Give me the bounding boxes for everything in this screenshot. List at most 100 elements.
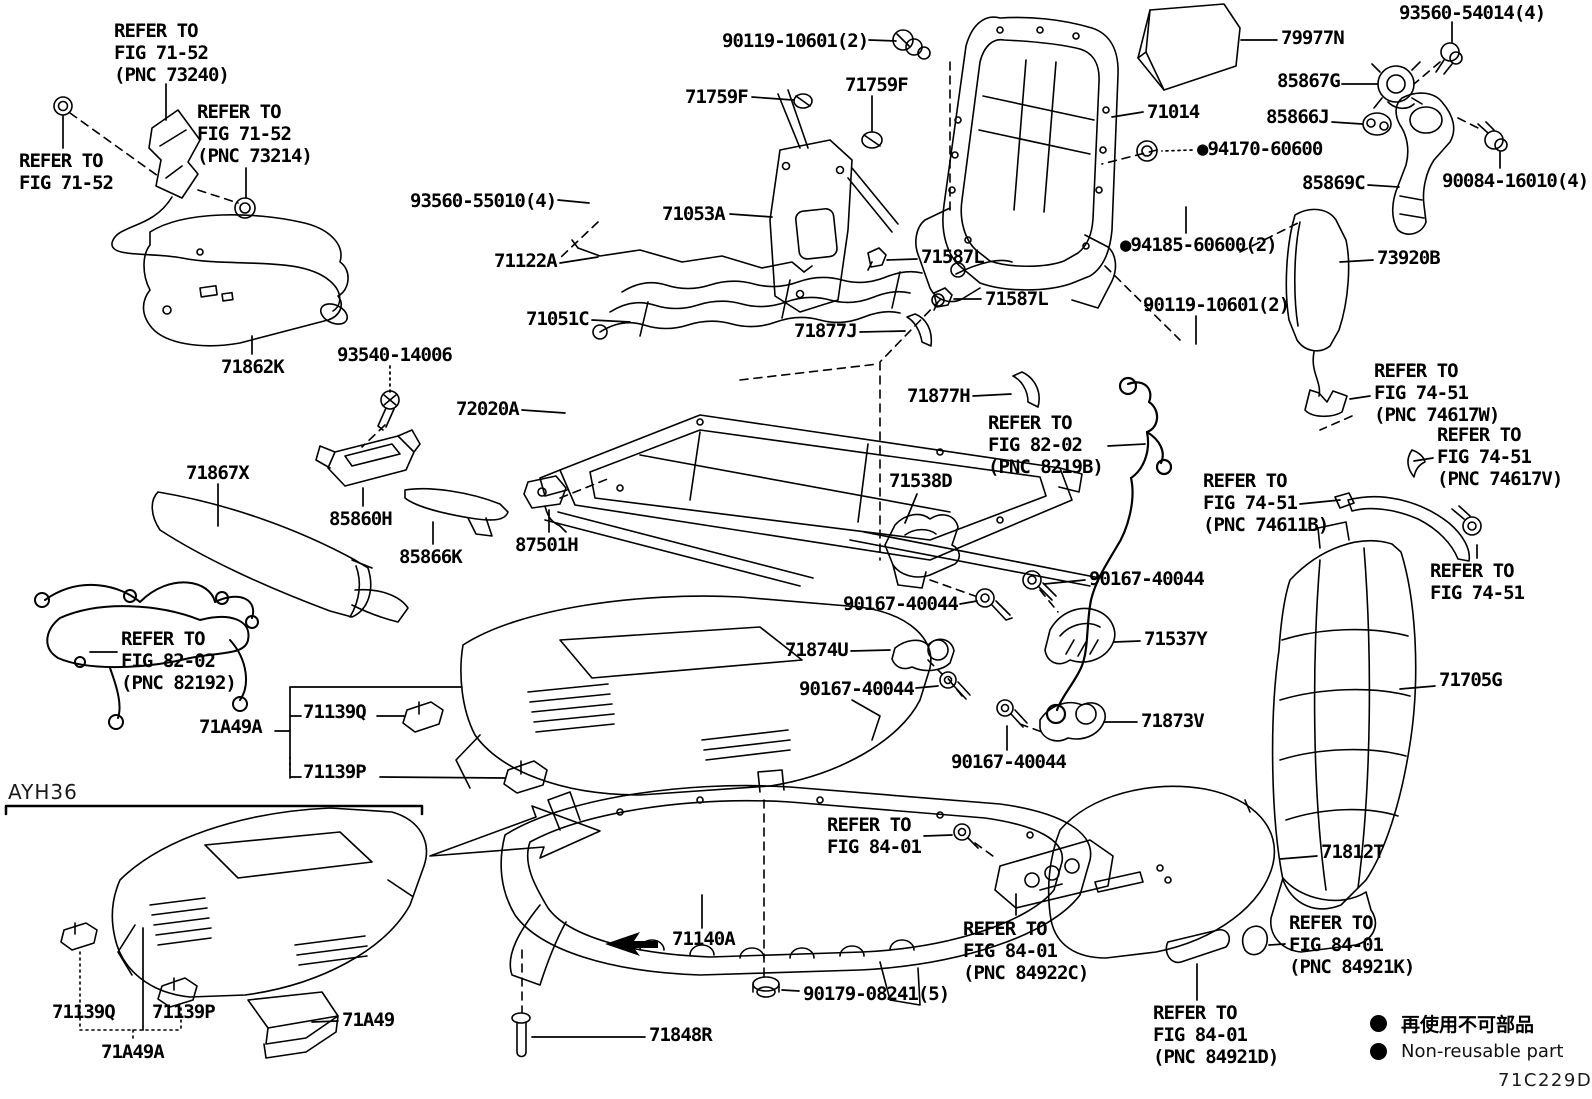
part-90179-08241[interactable]: 90179-08241(5) <box>803 983 950 1005</box>
part-85866k[interactable]: 85866K <box>399 546 463 568</box>
pin-71848r-drawing <box>511 1012 531 1058</box>
part-71848r[interactable]: 71848R <box>649 1024 713 1046</box>
clip-71759f-right-drawing <box>861 131 883 149</box>
part-71139p-mid[interactable]: 71139P <box>303 761 367 783</box>
screw-74-51-right-drawing <box>1451 505 1482 536</box>
bracket-71053a-drawing <box>769 89 899 313</box>
belt-guide-85869c-drawing <box>1391 92 1455 235</box>
legend-text-en: Non-reusable part <box>1401 1041 1564 1062</box>
part-85869c[interactable]: 85869C <box>1302 172 1366 194</box>
pad-71877j-drawing <box>906 313 933 347</box>
screw-90167-c-drawing <box>939 671 971 700</box>
part-94170-60600[interactable]: ●94170-60600 <box>1197 138 1323 160</box>
part-90119-10601-lower[interactable]: 90119-10601(2) <box>1143 294 1290 316</box>
strap-74611b-drawing <box>1334 492 1471 562</box>
part-85866j[interactable]: 85866J <box>1266 106 1330 128</box>
note-fig82-02-pnc82192: REFER TO FIG 82-02 (PNC 82192) <box>121 628 237 694</box>
part-71877h[interactable]: 71877H <box>907 385 971 407</box>
clip-74617w-drawing <box>1304 389 1348 418</box>
part-71759f-left[interactable]: 71759F <box>685 86 749 108</box>
part-71538d[interactable]: 71538D <box>889 470 953 492</box>
part-90084-16010[interactable]: 90084-16010(4) <box>1442 170 1589 192</box>
knob-84921k-drawing <box>1241 925 1268 956</box>
plate-71a49-drawing <box>247 991 339 1059</box>
bolt-90119-upper-drawing <box>892 29 931 60</box>
part-85860h[interactable]: 85860H <box>329 508 393 530</box>
part-90167-40044-c[interactable]: 90167-40044 <box>799 678 915 700</box>
part-71812t[interactable]: 71812T <box>1321 841 1385 863</box>
part-71874u[interactable]: 71874U <box>785 639 849 661</box>
clip-71587l-upper-drawing <box>867 247 887 271</box>
part-71867x[interactable]: 71867X <box>186 462 250 484</box>
direction-arrow-small <box>605 932 658 956</box>
clip-71139q-center-drawing <box>402 701 444 733</box>
part-90167-40044-b[interactable]: 90167-40044 <box>1089 568 1205 590</box>
part-71a49[interactable]: 71A49 <box>342 1009 395 1031</box>
note-fig74-51-pnc74617w: REFER TO FIG 74-51 (PNC 74617W) <box>1374 360 1500 426</box>
part-71705g[interactable]: 71705G <box>1439 669 1503 691</box>
part-71537y[interactable]: 71537Y <box>1144 628 1208 650</box>
bracket-71874u-drawing <box>891 638 955 672</box>
part-79977n[interactable]: 79977N <box>1281 27 1345 49</box>
leader-lines <box>62 21 1501 1038</box>
part-71014[interactable]: 71014 <box>1147 101 1200 123</box>
hook-74617v-drawing <box>1407 449 1426 478</box>
non-reusable-bullet-icon <box>1370 1043 1387 1060</box>
screw-90167-a-drawing <box>975 588 1013 621</box>
knob-84921d-drawing <box>1165 929 1230 964</box>
part-71862k[interactable]: 71862K <box>221 356 285 378</box>
side-shield-71867x-drawing <box>151 491 409 623</box>
part-71139q-bottom[interactable]: 71139Q <box>52 1001 116 1023</box>
note-fig74-51-pnc74617v: REFER TO FIG 74-51 (PNC 74617V) <box>1437 424 1563 490</box>
part-71139p-bottom[interactable]: 71139P <box>152 1001 216 1023</box>
direction-arrow-large <box>429 805 601 859</box>
part-71873v[interactable]: 71873V <box>1141 710 1205 732</box>
screw-93540-drawing <box>377 390 400 431</box>
part-71a49a-mid[interactable]: 71A49A <box>199 716 263 738</box>
part-71053a[interactable]: 71053A <box>662 203 726 225</box>
screw-90084-drawing <box>1477 121 1508 152</box>
part-71051c[interactable]: 71051C <box>526 308 590 330</box>
part-87501h[interactable]: 87501H <box>515 534 579 556</box>
note-fig71-52-pnc73214: REFER TO FIG 71-52 (PNC 73214) <box>197 101 313 167</box>
note-fig84-01-pnc84921k: REFER TO FIG 84-01 (PNC 84921K) <box>1289 912 1415 978</box>
figure-code: 71C229D <box>1498 1070 1592 1091</box>
clip-71759f-left-drawing <box>793 93 813 109</box>
part-71587l-lower[interactable]: 71587L <box>985 288 1049 310</box>
model-bracket <box>4 804 424 816</box>
guide-71873v-drawing <box>1039 701 1106 742</box>
part-93540-14006[interactable]: 93540-14006 <box>337 344 453 366</box>
part-85867g[interactable]: 85867G <box>1277 70 1341 92</box>
cushion-frame-72020a-drawing <box>539 414 1101 587</box>
nut-90179-drawing <box>752 976 780 998</box>
part-72020a[interactable]: 72020A <box>456 398 520 420</box>
pad-71877h-drawing <box>1012 371 1040 408</box>
part-93560-54014[interactable]: 93560-54014(4) <box>1399 2 1546 24</box>
part-94185-60600[interactable]: ●94185-60600(2) <box>1120 234 1278 256</box>
part-71140a[interactable]: 71140A <box>672 928 736 950</box>
part-93560-55010[interactable]: 93560-55010(4) <box>410 190 557 212</box>
part-90119-10601-upper[interactable]: 90119-10601(2) <box>722 30 869 52</box>
part-71877j[interactable]: 71877J <box>794 320 858 342</box>
seatback-frame-71014-drawing <box>915 16 1119 309</box>
part-71587l-upper[interactable]: 71587L <box>921 246 985 268</box>
non-reusable-bullet-icon <box>1370 1015 1387 1032</box>
part-71a49a-bottom[interactable]: 71A49A <box>101 1041 165 1063</box>
clip-71139q-bottom-drawing <box>60 922 98 951</box>
part-71139q-mid[interactable]: 71139Q <box>303 701 367 723</box>
grommet-85866j-drawing <box>1362 112 1392 136</box>
model-code: AYH36 <box>8 780 78 804</box>
note-fig71-52: REFER TO FIG 71-52 <box>19 150 114 194</box>
part-71759f-right[interactable]: 71759F <box>845 74 909 96</box>
spring-set-71051c-drawing <box>592 259 1013 340</box>
part-73920b[interactable]: 73920B <box>1377 247 1441 269</box>
cushion-shield-71a49a-bottom-drawing <box>111 807 428 998</box>
part-90167-40044-a[interactable]: 90167-40044 <box>843 593 959 615</box>
screw-84-01-drawing <box>953 823 979 849</box>
part-90167-40044-d[interactable]: 90167-40044 <box>951 751 1067 773</box>
part-71122a[interactable]: 71122A <box>494 250 558 272</box>
switch-84922c-drawing <box>994 839 1114 909</box>
note-fig74-51-right: REFER TO FIG 74-51 <box>1430 560 1525 604</box>
